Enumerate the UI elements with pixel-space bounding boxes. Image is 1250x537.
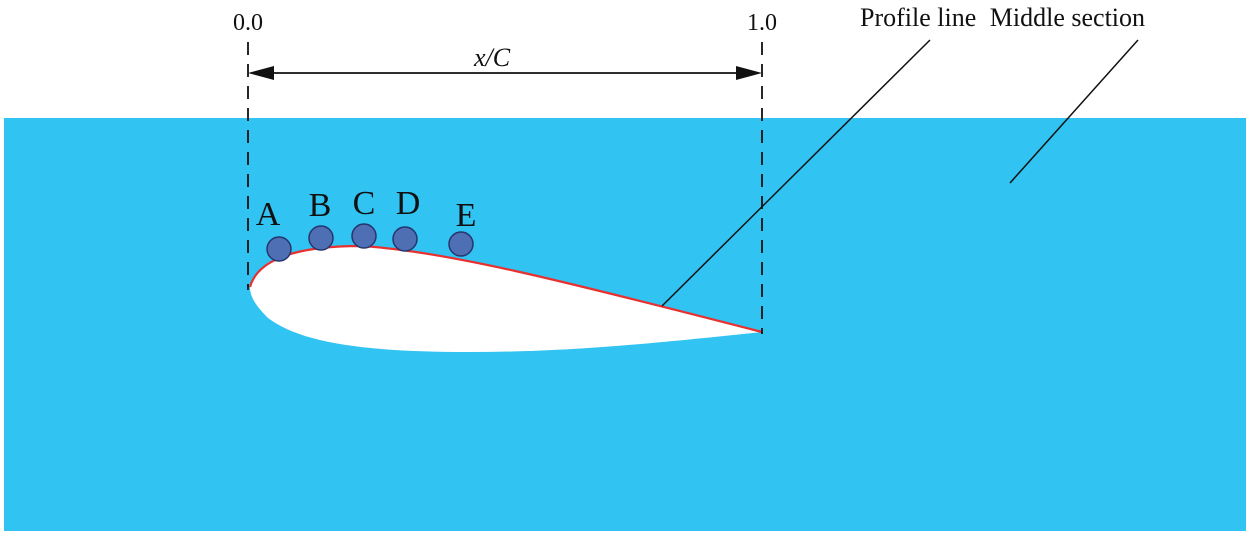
- axis-end-label: 1.0: [747, 10, 777, 36]
- chord-arrowhead-left: [248, 66, 274, 80]
- chord-dimension-label: x/C: [473, 43, 511, 72]
- airfoil-shape: [250, 246, 762, 352]
- point-marker-a: [266, 236, 292, 262]
- callout-label: Profile line Middle section: [860, 3, 1145, 32]
- point-label-d: D: [396, 185, 421, 222]
- profile-line-leader: [661, 39, 931, 307]
- profile-line-label: Profile line: [860, 3, 976, 32]
- point-label-a: A: [256, 196, 281, 233]
- point-marker-d: [392, 226, 418, 252]
- point-marker-e: [448, 231, 474, 257]
- point-marker-c: [351, 223, 377, 249]
- axis-start-label: 0.0: [233, 10, 263, 36]
- chord-arrowhead-right: [736, 66, 762, 80]
- middle-section-label: Middle section: [990, 3, 1145, 32]
- point-marker-b: [308, 225, 334, 251]
- point-label-b: B: [309, 187, 332, 224]
- middle-section-leader: [1009, 39, 1139, 184]
- point-label-c: C: [353, 185, 376, 222]
- point-label-e: E: [456, 197, 477, 234]
